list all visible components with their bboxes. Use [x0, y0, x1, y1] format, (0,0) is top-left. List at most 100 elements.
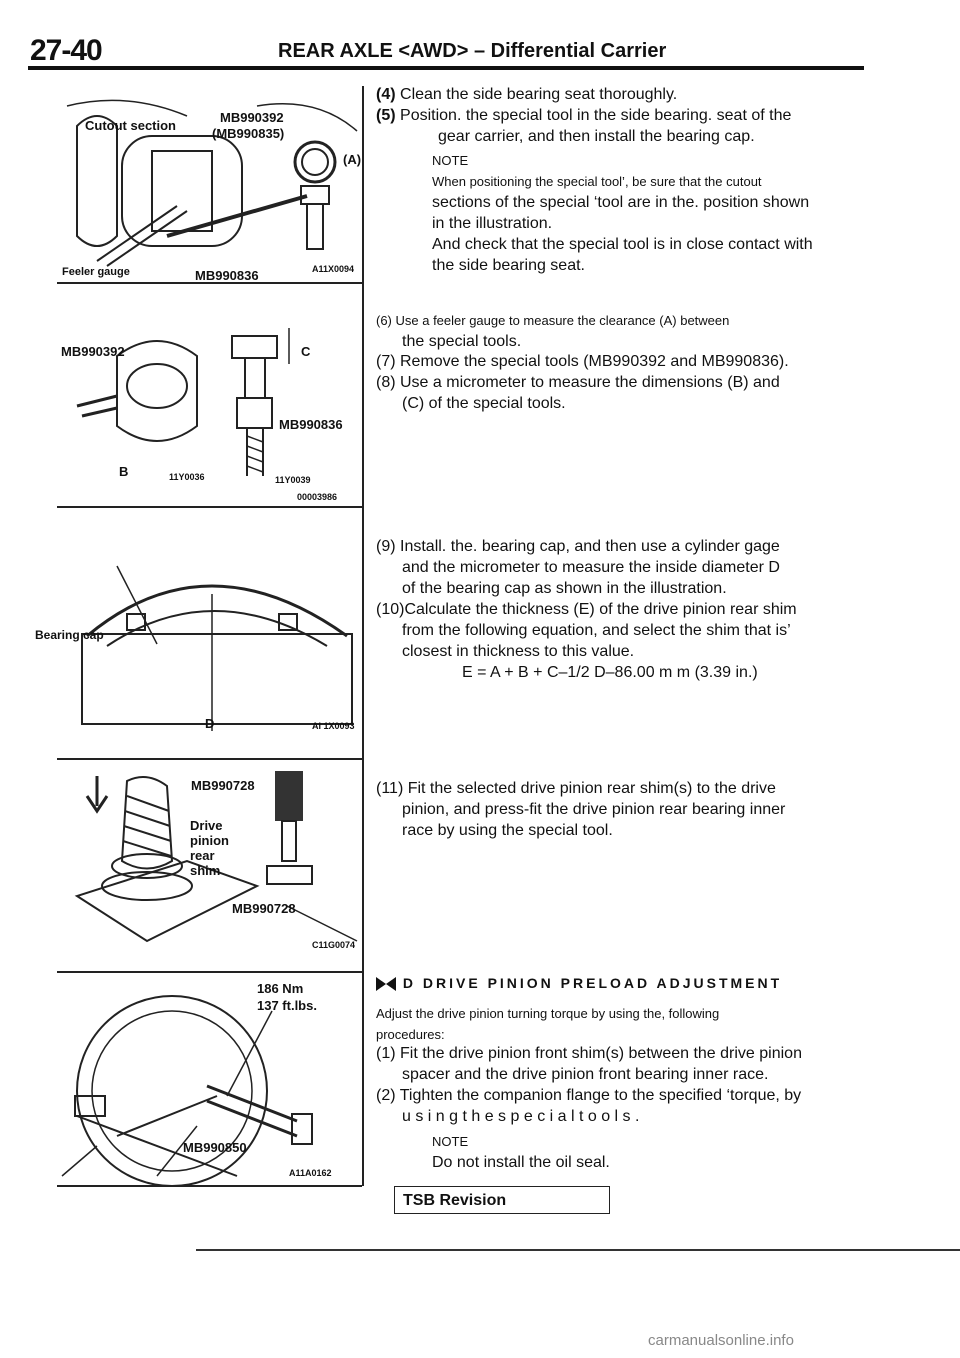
- figure-divider: [57, 1185, 362, 1187]
- preload-intro-line-2: procedures:: [376, 1027, 445, 1042]
- step-4-text: (4) Clean the side bearing seat thorough…: [376, 84, 871, 105]
- figure-4-label-3: rear: [190, 848, 215, 863]
- figure-1-label-0: Cutout section: [85, 118, 176, 133]
- step-11-line-2: pinion, and press-fit the drive pinion r…: [402, 801, 786, 818]
- figure-2-code-0: 11Y0036: [169, 472, 205, 482]
- step-9-line-1: (9) Install. the. bearing cap, and then …: [376, 538, 780, 555]
- step-6-line-1: (6) Use a feeler gauge to measure the cl…: [376, 313, 730, 328]
- step-5-cont: gear carrier, and then install the beari…: [438, 128, 755, 145]
- watermark: carmanualsonline.info: [648, 1332, 794, 1349]
- note-1-line-4: And check that the special tool is in cl…: [432, 236, 813, 253]
- arrow-left-icon: [386, 977, 396, 992]
- figure-divider: [57, 758, 362, 760]
- note-1-line-5: the side bearing seat.: [432, 257, 585, 274]
- figure-2-label-2: MB990836: [279, 417, 343, 432]
- figure-4-label-5: MB990728: [232, 901, 296, 916]
- figure-4-label-1: Drive: [190, 818, 223, 833]
- figure-5-drawing: [61, 995, 313, 1186]
- figure-5-code: A11A0162: [289, 1168, 332, 1178]
- figure-1-label-1: MB990392: [220, 110, 284, 125]
- step-11: (11) Fit the selected drive pinion rear …: [376, 778, 871, 841]
- preload-step-1: (1) Fit the drive pinion front shim(s) b…: [376, 1043, 871, 1085]
- preload-intro: Adjust the drive pinion turning torque b…: [376, 1003, 871, 1045]
- figure-4-label-4: shim: [190, 863, 221, 878]
- step-9-line-3: of the bearing cap as shown in the illus…: [402, 580, 727, 597]
- section-title: D DRIVE PINION PRELOAD ADJUSTMENT: [402, 975, 783, 991]
- figure-1-code: A11X0094: [312, 264, 355, 274]
- step-4: (4) Clean the side bearing seat thorough…: [376, 84, 871, 105]
- preload-intro-line-1: Adjust the drive pinion turning torque b…: [376, 1006, 720, 1021]
- step-10-line-1: (10)Calculate the thickness (E) of the d…: [376, 601, 797, 618]
- figure-2-code-1: 11Y0039: [275, 475, 311, 485]
- figure-4-code: C11G0074: [312, 940, 356, 950]
- figure-2-label-1: C: [301, 344, 311, 359]
- figure-4-label-2: pinion: [190, 833, 229, 848]
- figure-1-label-2: (MB990835): [212, 126, 285, 141]
- figure-divider: [57, 506, 362, 508]
- figure-3-label-0: Bearing cap: [35, 628, 104, 642]
- figure-4-drawing: [74, 771, 358, 943]
- step-4-num: (4): [376, 86, 396, 103]
- step-10-equation: E = A + B + C–1/2 D–86.00 m m (3.39 in.): [462, 664, 758, 681]
- step-10-line-3: closest in thickness to this value.: [402, 643, 635, 660]
- figure-companion-flange: 186 Nm 137 ft.lbs. MB990850 A11A0162: [57, 976, 362, 1186]
- figure-tool-measurement: MB990392 C MB990836 B 11Y0036 11Y0039 00…: [57, 316, 362, 502]
- step-11-line-1: (11) Fit the selected drive pinion rear …: [376, 780, 776, 797]
- page-title: REAR AXLE <AWD> – Differential Carrier: [278, 40, 667, 62]
- header-rule: [28, 66, 864, 70]
- figure-3-code: AI 1X0093: [312, 721, 355, 731]
- figure-divider: [57, 971, 362, 973]
- note-1-head: NOTE: [432, 153, 469, 168]
- preload-step-1-line-2: spacer and the drive pinion front bearin…: [402, 1066, 769, 1083]
- step-8-line-1: (8) Use a micrometer to measure the dime…: [376, 374, 780, 391]
- note-1: NOTE When positioning the special tool’,…: [376, 150, 872, 276]
- step-5-num: (5): [376, 107, 396, 124]
- section-heading: D DRIVE PINION PRELOAD ADJUSTMENT: [376, 975, 783, 992]
- figure-bearing-cap: Bearing cap D AI 1X0093: [35, 526, 362, 741]
- step-10: (10)Calculate the thickness (E) of the d…: [376, 599, 871, 683]
- note-1-line-3: in the illustration.: [432, 215, 553, 232]
- figure-2-drawing: [76, 328, 290, 476]
- figure-5-label-0: 186 Nm: [257, 981, 304, 996]
- figure-4-label-0: MB990728: [191, 778, 255, 793]
- step-8: (8) Use a micrometer to measure the dime…: [376, 372, 871, 414]
- figure-2-label-0: MB990392: [61, 344, 125, 359]
- step-8-line-2: (C) of the special tools.: [402, 395, 566, 412]
- preload-step-2-line-2: u s i n g t h e s p e c i a l t o o l s …: [402, 1108, 640, 1125]
- figure-column: Cutout section MB990392 (MB990835) (A) F…: [35, 86, 364, 1187]
- step-5-text: (5) Position. the special tool in the si…: [376, 105, 871, 126]
- figure-1-label-5: MB990836: [195, 268, 259, 283]
- figure-1-label-3: (A): [343, 152, 362, 167]
- figure-3-drawing: [81, 565, 353, 731]
- figure-divider: [57, 282, 362, 284]
- step-6-line-2: the special tools.: [402, 333, 522, 350]
- figure-5-label-2: MB990850: [183, 1140, 247, 1155]
- page-number: 27-40: [30, 34, 103, 67]
- preload-note-head: NOTE: [432, 1134, 469, 1149]
- step-10-line-2: from the following equation, and select …: [402, 622, 791, 639]
- step-6: (6) Use a feeler gauge to measure the cl…: [376, 310, 871, 352]
- figure-3-label-1: D: [205, 716, 215, 731]
- note-1-line-2: sections of the special ‘tool are in the…: [432, 194, 810, 211]
- step-4-body: Clean the side bearing seat thoroughly.: [400, 86, 678, 103]
- step-7: (7) Remove the special tools (MB990392 a…: [376, 351, 871, 372]
- step-11-line-3: race by using the special tool.: [402, 822, 613, 839]
- figure-5-label-1: 137 ft.lbs.: [257, 998, 317, 1013]
- figure-2-label-3: B: [119, 464, 129, 479]
- preload-step-2-line-1: (2) Tighten the companion flange to the …: [376, 1087, 802, 1104]
- preload-note: NOTE Do not install the oil seal.: [376, 1131, 872, 1173]
- step-9: (9) Install. the. bearing cap, and then …: [376, 536, 871, 599]
- preload-note-text: Do not install the oil seal.: [432, 1154, 610, 1171]
- figure-2-code-2: 00003986: [297, 492, 338, 502]
- step-9-line-2: and the micrometer to measure the inside…: [402, 559, 780, 576]
- preload-step-1-line-1: (1) Fit the drive pinion front shim(s) b…: [376, 1045, 802, 1062]
- figure-1-label-4: Feeler gauge: [62, 266, 130, 278]
- tsb-revision-box: TSB Revision: [394, 1186, 610, 1214]
- step-5-body: Position. the special tool in the side b…: [400, 107, 792, 124]
- step-7-line: (7) Remove the special tools (MB990392 a…: [376, 353, 789, 370]
- note-1-line-1: When positioning the special tool’, be s…: [432, 174, 762, 189]
- figure-drive-pinion-shim: MB990728 Drive pinion rear shim MB990728…: [57, 766, 362, 951]
- footer-rule: [196, 1249, 960, 1251]
- preload-step-2: (2) Tighten the companion flange to the …: [376, 1085, 871, 1127]
- step-5: (5) Position. the special tool in the si…: [376, 105, 871, 147]
